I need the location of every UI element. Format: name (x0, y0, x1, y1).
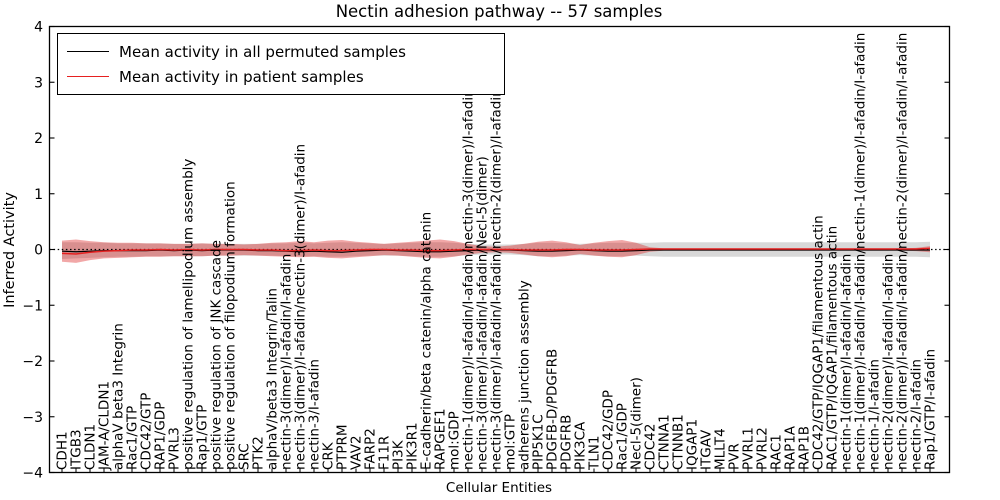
x-tick-label: PVRL2 (755, 427, 771, 470)
x-tick-label: mol:GTP (503, 414, 519, 470)
axes-layer: 4 3 2 1 0 −1 −2 −3 −4 (22, 20, 951, 482)
y-tick-label: 4 (34, 20, 43, 36)
x-tick-label: SRC (237, 443, 253, 470)
chart-title: Nectin adhesion pathway -- 57 samples (336, 2, 663, 21)
x-tick-label: TLN1 (587, 436, 603, 471)
x-tick-label: PVRL1 (741, 427, 757, 470)
x-tick-label: Rac1/GDP (615, 403, 631, 470)
x-tick-label: CDH1 (55, 431, 71, 470)
x-tick-label: FARP2 (363, 428, 379, 470)
x-tick-label: CDC42/GTP/IQGAP1/filamentous actin (811, 215, 827, 470)
x-tick-label: PIP5K1C (531, 414, 547, 470)
x-tick-label: Necl-5(dimer) (629, 377, 645, 470)
x-tick-label: CLDN1 (83, 424, 99, 470)
x-tick-label: nectin-3(dimer)/I-afadin/I-afadin/nectin… (489, 88, 505, 470)
x-tick-label: RAP1A (783, 425, 799, 470)
patient-line-swatch (67, 76, 109, 77)
x-tick-label: nectin-3(dimer)/I-afadin/I-afadin/Necl-5… (475, 156, 491, 470)
x-tick-label: PIK3R1 (405, 422, 421, 470)
legend-label-permuted: Mean activity in all permuted samples (119, 42, 406, 61)
x-tick-label: Rap1/GTP (195, 405, 211, 470)
legend: Mean activity in all permuted samples Me… (57, 33, 505, 95)
x-tick-label: alphaV beta3 Integrin (111, 323, 127, 470)
y-tick-label: 2 (34, 131, 43, 147)
x-tick-label: RAP1B (797, 426, 813, 470)
x-tick-label: positive regulation of JNK cascade (209, 240, 225, 470)
x-tick-label: PTK2 (251, 436, 267, 470)
line-layer (49, 247, 950, 255)
x-tick-label: PVR (727, 443, 743, 470)
legend-label-patient: Mean activity in patient samples (119, 67, 364, 86)
x-tick-label: Rap1/GTP/I-afadin (923, 349, 939, 470)
x-tick-label: CDC42 (643, 424, 659, 470)
x-tick-label: nectin-3(dimer)/I-afadin/nectin-3(dimer)… (293, 144, 309, 470)
y-tick-label: −3 (22, 410, 43, 426)
x-tick-label: ITGAV (699, 429, 715, 470)
x-tick-label: nectin-1(dimer)/I-afadin/I-afadin/nectin… (853, 33, 869, 470)
x-tick-label: nectin-1(dimer)/I-afadin/I-afadin/nectin… (461, 88, 477, 470)
x-tick-label: nectin-3/I-afadin (307, 359, 323, 470)
Mean-activity-in-patient-samples-line (61, 247, 931, 255)
x-tick-label: F11R (377, 436, 393, 470)
x-tick-label: CTNNA1 (657, 414, 673, 470)
x-tick-label: adherens junction assembly (517, 280, 533, 470)
y-axis-label: Inferred Activity (2, 192, 18, 308)
x-tick-label: ITGB3 (69, 429, 85, 470)
x-tick-label: nectin-1(dimer)/I-afadin/I-afadin (839, 254, 855, 470)
x-tick-label: PI3K (391, 439, 407, 470)
x-tick-label: RAPGEF1 (433, 408, 449, 470)
x-tick-label: PVRL3 (167, 427, 183, 470)
x-tick-label: positive regulation of filopodium format… (223, 181, 239, 470)
x-tick-label: nectin-3(dimer)/I-afadin/I-afadin (279, 254, 295, 470)
x-tick-label: E-cadherin/beta catenin/alpha catenin (419, 212, 435, 470)
y-tick-label: 0 (34, 243, 43, 259)
x-tick-label: PTPRM (335, 424, 351, 470)
x-tick-label: nectin-2(dimer)/I-afadin/I-afadin (881, 254, 897, 470)
x-tick-label: alphaV/beta3 Integrin/Talin (265, 288, 281, 470)
x-tick-label: IQGAP1 (685, 419, 701, 470)
x-tick-label: RAC1 (769, 434, 785, 470)
y-tick-label: 3 (34, 75, 43, 91)
x-tick-label: JAM-A/CLDN1 (97, 381, 113, 471)
x-axis-label: Cellular Entities (446, 480, 552, 496)
x-tick-label: PDGFB-D/PDGFRB (545, 349, 561, 470)
legend-item-permuted: Mean activity in all permuted samples (67, 43, 504, 61)
x-tick-label: nectin-2(dimer)/I-afadin/I-afadin/nectin… (895, 33, 911, 470)
x-tick-label: Rac1/GTP (125, 406, 141, 470)
legend-item-patient: Mean activity in patient samples (67, 68, 504, 86)
permuted-line-swatch (67, 51, 109, 52)
x-tick-label: CDC42/GDP (601, 390, 617, 470)
x-tick-label: PIK3CA (573, 421, 589, 470)
x-tick-label: PDGFRB (559, 415, 575, 470)
x-tick-label: MLLT4 (713, 428, 729, 470)
x-tick-label: RAC1/GTP/IQGAP1/filamentous actin (825, 226, 841, 470)
y-tick-label: −4 (22, 466, 43, 482)
y-tick-label: −1 (22, 298, 43, 314)
x-tick-label: RAP1/GDP (153, 402, 169, 470)
patient-range-band (62, 239, 930, 263)
x-tick-label: CDC42/GTP (139, 393, 155, 470)
x-tick-label: VAV2 (349, 435, 365, 470)
y-tick-label: 1 (34, 187, 43, 203)
x-tick-label: CTNNB1 (671, 414, 687, 470)
x-tick-label: positive regulation of lamellipodium ass… (181, 159, 197, 470)
x-tick-label: mol:GDP (447, 411, 463, 470)
x-tick-label: CRK (321, 441, 337, 470)
y-tick-label: −2 (22, 354, 43, 370)
x-tick-label: nectin-2/I-afadin (909, 359, 925, 470)
x-tick-label: nectin-1/I-afadin (867, 359, 883, 470)
